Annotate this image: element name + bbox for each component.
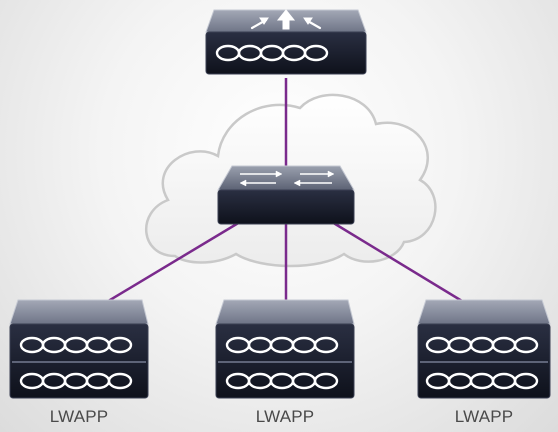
switch-device [217,165,355,225]
ap-left-port-row-lower [19,372,133,390]
ap-right-port-row-upper [425,336,539,354]
port-link-icon [313,336,339,354]
access-point-left [9,299,149,399]
port-link-icon [303,44,329,62]
port-link-icon [313,372,339,390]
router-arrows-icon [250,9,322,30]
ap-right-label: LWAPP [454,407,514,426]
port-link-icon [513,336,539,354]
port-link-icon [107,336,133,354]
port-link-icon [107,372,133,390]
ap-left-port-row-upper [19,336,133,354]
router-device [205,9,367,75]
port-link-icon [513,372,539,390]
ap-right-port-row-lower [425,372,539,390]
access-point-center [215,299,355,399]
ap-center-port-row-lower [225,372,339,390]
ap-center-label: LWAPP [255,407,315,426]
router-port-row [215,44,329,62]
access-point-right [417,299,551,399]
ap-left-label: LWAPP [49,407,109,426]
switch-arrows-icon [239,170,335,187]
ap-center-port-row-upper [225,336,339,354]
